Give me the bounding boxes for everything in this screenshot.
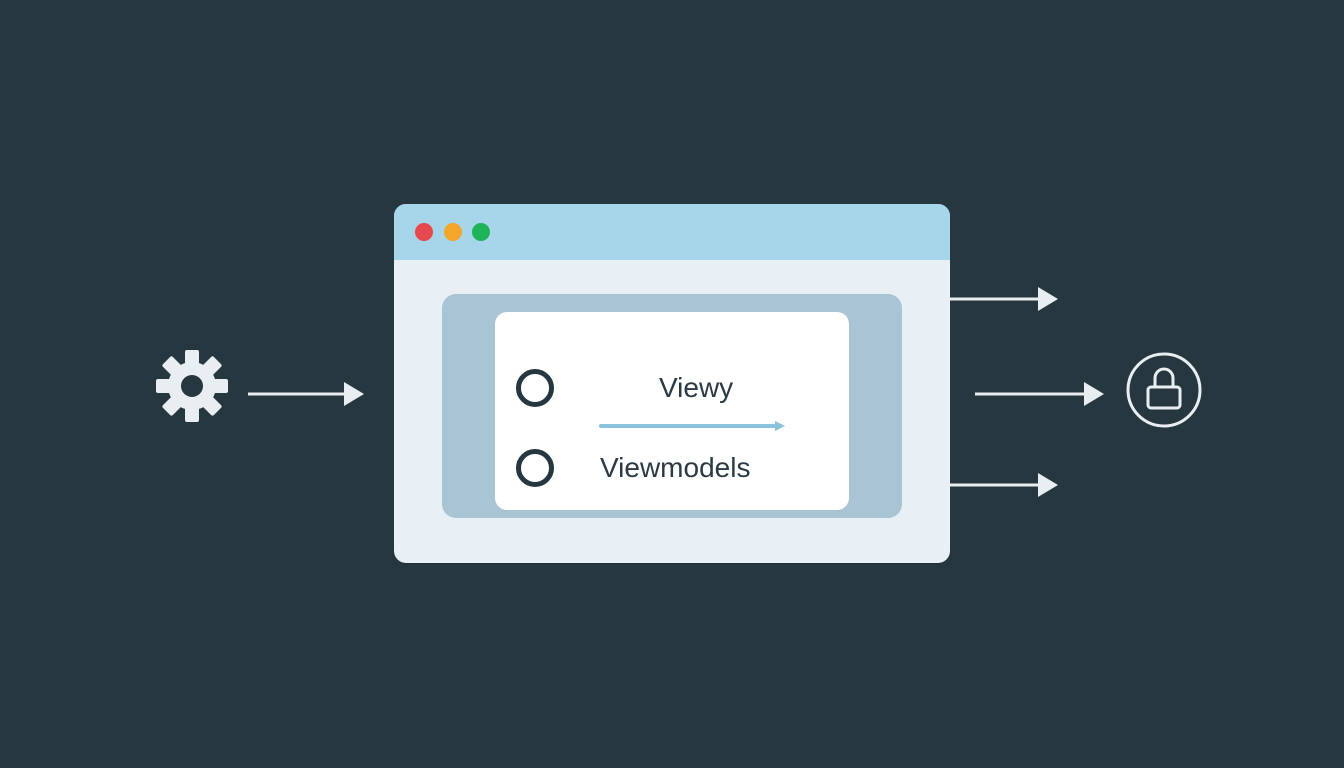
- options-card: Viewy Viewmodels: [495, 312, 849, 510]
- input-arrow: [248, 382, 364, 406]
- output-arrow-top: [950, 287, 1058, 311]
- content-panel: Viewy Viewmodels: [442, 294, 902, 518]
- close-dot[interactable]: [415, 223, 433, 241]
- gear-icon: [156, 350, 228, 422]
- output-arrow-bottom: [950, 473, 1058, 497]
- app-window: Viewy Viewmodels: [394, 204, 950, 563]
- option-label-viewmodels: Viewmodels: [600, 452, 751, 483]
- minimize-dot[interactable]: [444, 223, 462, 241]
- option-radio-viewy[interactable]: [516, 369, 554, 407]
- maximize-dot[interactable]: [472, 223, 490, 241]
- inner-arrow: [599, 421, 785, 431]
- option-radio-viewmodels[interactable]: [516, 449, 554, 487]
- lock-icon: [1126, 352, 1202, 428]
- option-label-viewy: Viewy: [659, 372, 734, 403]
- window-titlebar: [394, 204, 950, 260]
- output-arrow-middle: [975, 382, 1104, 406]
